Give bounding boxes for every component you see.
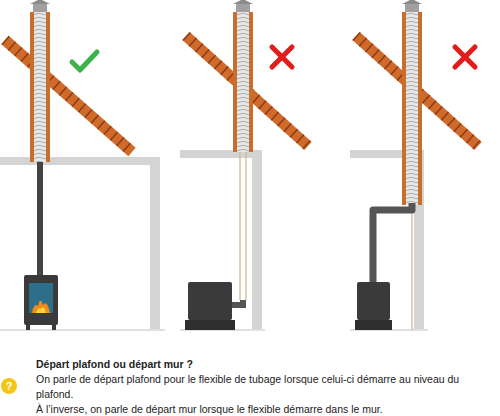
panel-wall-start-1 [180, 0, 308, 330]
info-icon [1, 378, 17, 394]
panel-wall-start-2 [350, 0, 478, 330]
info-mark: ? [1, 378, 17, 394]
panel-ceiling-start [0, 0, 165, 330]
note-text: On parle de départ plafond pour le flexi… [36, 372, 491, 402]
note-title: Départ plafond ou départ mur ? [36, 357, 491, 372]
note-text: À l’inverse, on parle de départ mur lors… [36, 402, 491, 416]
